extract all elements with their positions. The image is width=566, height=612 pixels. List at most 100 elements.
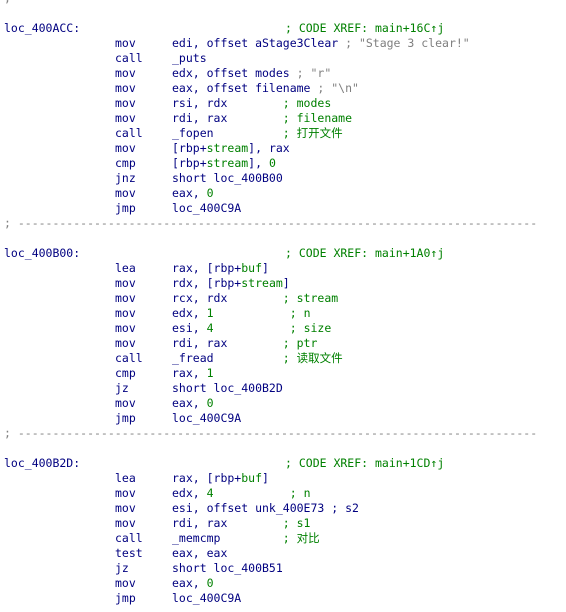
instruction-operands: [rbp+stream], rax [172,141,290,156]
instruction-operands: short loc_400B00 [172,171,283,186]
stack-variable: buf [241,471,263,485]
operand-text: short loc_400B00 [172,171,283,185]
operand-text: _fread [172,351,283,365]
instruction-operands: short loc_400B51 [172,561,283,576]
instruction-mnemonic: call [115,531,143,545]
operand-text: ] [282,276,290,290]
instruction-operands: _memcmp ; 对比 [172,531,320,546]
instruction-operands: _puts [172,51,207,66]
operand-comment: 读取文件 [296,351,343,365]
instruction-mnemonic: jz [115,381,129,395]
operand-comment: ; s1 [282,516,311,530]
instruction-operands: edx, 1 ; n [172,306,311,321]
operand-text: rdi, rax [172,516,283,530]
instruction-operands: rdi, rax ; ptr [172,336,317,351]
operand-comment: ; size [289,321,332,335]
operand-text: rdi, rax [172,111,283,125]
instruction-operands: loc_400C9A [172,591,241,606]
instruction-mnemonic: mov [115,336,136,350]
numeric-literal: 1 [206,366,214,380]
operand-text: ] [262,471,269,485]
operand-comment: ; stream [282,291,339,305]
instruction-operands: eax, 0 [172,576,214,591]
operand-text: esi, offset unk_400E73 ; s2 [172,501,359,515]
code-label[interactable]: loc_400ACC: [4,21,81,35]
instruction-operands: rax, [rbp+buf] [172,471,269,486]
instruction-mnemonic: cmp [115,156,136,170]
block-separator: ; --------------------------------------… [4,216,538,230]
operand-comment: ; [282,351,297,365]
operand-text: short loc_400B2D [172,381,283,395]
operand-text: loc_400C9A [172,591,242,605]
instruction-operands: [rbp+stream], 0 [172,156,276,171]
numeric-literal: 4 [206,321,214,335]
operand-text: eax, eax [172,546,228,560]
instruction-mnemonic: lea [115,471,136,485]
instruction-mnemonic: mov [115,576,136,590]
operand-text: ], [248,156,269,170]
operand-text: loc_400C9A [172,411,242,425]
instruction-operands: esi, offset unk_400E73 ; s2 [172,501,359,516]
instruction-operands: edx, 4 ; n [172,486,311,501]
operand-text: rdi, rax [172,336,283,350]
operand-text [214,306,290,320]
operand-text: eax, [172,186,207,200]
instruction-operands: rdi, rax ; filename [172,111,352,126]
operand-text: rax, [rbp+ [172,471,242,485]
instruction-mnemonic: call [115,351,143,365]
instruction-mnemonic: jmp [115,411,136,425]
instruction-mnemonic: mov [115,186,136,200]
instruction-mnemonic: mov [115,501,136,515]
instruction-operands: rcx, rdx ; stream [172,291,338,306]
instruction-mnemonic: mov [115,306,136,320]
instruction-mnemonic: jmp [115,591,136,605]
string-comment: ; "r" [296,66,332,80]
instruction-mnemonic: mov [115,111,136,125]
operand-text [214,321,290,335]
operand-text: ] [262,261,269,275]
instruction-operands: short loc_400B2D [172,381,283,396]
operand-comment: ; modes [282,96,332,110]
operand-comment: ; filename [282,111,353,125]
operand-text: edx, offset modes [172,66,297,80]
operand-text [214,486,290,500]
instruction-operands: loc_400C9A [172,411,241,426]
code-label[interactable]: loc_400B00: [4,246,81,260]
xref-comment[interactable]: ; CODE XREF: main+16C↑j [285,21,445,35]
operand-text: edi, offset aStage3Clear [172,36,346,50]
instruction-mnemonic: mov [115,276,136,290]
instruction-mnemonic: mov [115,396,136,410]
string-comment: ; "\n" [317,81,359,95]
instruction-mnemonic: mov [115,516,136,530]
instruction-mnemonic: jmp [115,201,136,215]
instruction-operands: eax, 0 [172,186,214,201]
numeric-literal: 0 [268,156,276,170]
operand-comment: ; [282,531,297,545]
instruction-operands: esi, 4 ; size [172,321,331,336]
operand-text: edx, [172,486,207,500]
instruction-mnemonic: mov [115,36,136,50]
instruction-operands: edx, offset modes ; "r" [172,66,331,81]
instruction-operands: eax, eax [172,546,227,561]
operand-text: esi, [172,321,207,335]
code-label[interactable]: loc_400B2D: [4,456,81,470]
operand-text: eax, offset filename [172,81,318,95]
operand-text: eax, [172,396,207,410]
instruction-mnemonic: mov [115,66,136,80]
operand-text: short loc_400B51 [172,561,283,575]
numeric-literal: 0 [206,186,214,200]
instruction-mnemonic: jnz [115,171,136,185]
operand-comment: 对比 [296,531,320,545]
numeric-literal: 4 [206,486,214,500]
instruction-mnemonic: test [115,546,143,560]
instruction-mnemonic: lea [115,261,136,275]
operand-text: _fopen [172,126,283,140]
numeric-literal: 1 [206,306,214,320]
instruction-operands: _fread ; 读取文件 [172,351,343,366]
instruction-mnemonic: call [115,126,143,140]
xref-comment[interactable]: ; CODE XREF: main+1CD↑j [285,456,445,470]
operand-text: [rbp+ [172,156,207,170]
operand-comment: ; ptr [282,336,318,350]
xref-comment[interactable]: ; CODE XREF: main+1A0↑j [285,246,445,260]
instruction-operands: rdi, rax ; s1 [172,516,310,531]
